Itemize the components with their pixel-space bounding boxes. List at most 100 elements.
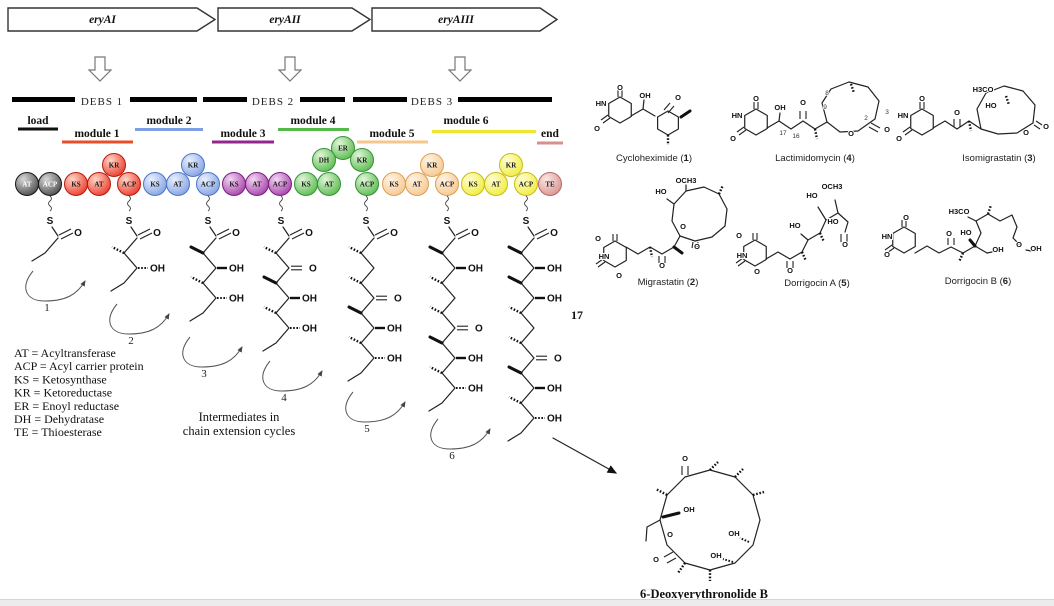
compound-name: Dorrigocin B ( <box>945 276 1004 287</box>
bond-line <box>58 228 72 236</box>
atom-label-O: O <box>616 271 622 280</box>
compound-number: 5 <box>841 278 847 289</box>
domain-label-AT: AT <box>412 181 422 189</box>
domain-circle-ACP: ACP <box>196 172 220 196</box>
gene-label-eryAII: eryAII <box>269 14 301 26</box>
bond-line <box>738 129 747 136</box>
bond-path <box>834 199 839 214</box>
bond-line <box>868 126 879 133</box>
atom-label-OH: OH <box>774 103 785 112</box>
domain-circle-ACP: ACP <box>268 172 292 196</box>
atom-label-O: O <box>954 108 960 117</box>
domain-circle-KR: KR <box>350 148 374 172</box>
atom-label-HO: HO <box>985 101 996 110</box>
cycle-arc <box>25 270 86 302</box>
domain-label-KS: KS <box>229 181 238 189</box>
bond-line <box>347 305 363 315</box>
bond-line <box>348 245 362 255</box>
cycle-arc <box>345 391 406 423</box>
atom-label-O: O <box>730 134 736 143</box>
domain-label-ACP: ACP <box>122 181 137 189</box>
atom-label-O: O <box>884 250 890 259</box>
bond-line <box>111 245 125 255</box>
domain-label-KR: KR <box>109 162 120 170</box>
compound-name-label: Isomigrastatin (3) <box>962 153 1035 164</box>
atom-label-HN: HN <box>737 251 748 260</box>
atom-label-HO: HO <box>655 187 666 196</box>
compound-name-label: Lactimidomycin (4) <box>775 153 855 164</box>
bond-line <box>367 226 375 237</box>
domain-circle-ACP: ACP <box>435 172 459 196</box>
phosphopantetheine-squiggle <box>364 195 368 212</box>
bond-line <box>508 395 522 405</box>
bond-line <box>428 335 444 345</box>
domain-label-KS: KS <box>389 181 398 189</box>
bond-line <box>734 468 744 478</box>
carbonyl-o-label: O <box>305 228 313 239</box>
bond-path <box>892 226 916 254</box>
bond-line <box>691 241 694 249</box>
hydroxyl-label: OH <box>302 324 317 335</box>
domain-sphere <box>514 172 538 196</box>
acyl-chain-1: SO <box>31 195 83 262</box>
bond-line <box>455 228 469 236</box>
domain-circle-KR: KR <box>420 153 444 177</box>
domain-circle-KR: KR <box>499 153 523 177</box>
bond-path <box>986 251 993 254</box>
atom-label-O: O <box>736 231 742 240</box>
compound-name: Migrastatin ( <box>638 277 691 288</box>
bond-path <box>31 237 59 262</box>
bond-line <box>348 275 362 285</box>
bond-line <box>849 83 856 94</box>
down-arrow-icon <box>277 56 303 82</box>
bond-path <box>778 112 781 122</box>
atom-label-O: O <box>595 234 601 243</box>
atom-label-O: O <box>903 213 909 222</box>
module-marker-load: load <box>18 115 58 131</box>
bond-line <box>508 335 522 345</box>
chain-extension-arrow-3: 3 <box>182 336 243 380</box>
domain-label-ACP: ACP <box>360 181 375 189</box>
domain-circle-TE: TE <box>538 172 562 196</box>
compound-number: 1 <box>684 153 690 164</box>
domain-sphere <box>435 172 459 196</box>
domain-sphere <box>499 153 523 177</box>
atom-label-HO: HO <box>789 221 800 230</box>
compound-name: Lactimidomycin ( <box>775 153 847 164</box>
bond-line <box>507 365 523 375</box>
compound-name-label: Dorrigocin A (5) <box>784 278 850 289</box>
domain-sphere <box>331 136 355 160</box>
atom-label-OH: OH <box>728 529 739 538</box>
compound-name: Isomigrastatin ( <box>962 153 1028 164</box>
bond-path <box>371 7 559 32</box>
atom-label-HN: HN <box>882 232 893 241</box>
bond-path <box>967 216 977 222</box>
domain-circle-KS: KS <box>222 172 246 196</box>
domain-label-KS: KS <box>468 181 477 189</box>
domain-circle-ACP: ACP <box>117 172 141 196</box>
module-color-line <box>212 140 274 144</box>
domain-circle-AT: AT <box>15 172 39 196</box>
bond-line <box>507 245 523 255</box>
domain-label-TE: TE <box>545 181 555 189</box>
debs-bar <box>130 97 197 102</box>
bond-line <box>209 226 217 237</box>
atom-label-O: O <box>842 240 848 249</box>
bond-path <box>447 56 473 82</box>
atom-label-OH: OH <box>639 91 650 100</box>
debs-label-1: DEBS 1 <box>81 96 123 108</box>
sulfur-label: S <box>126 216 133 227</box>
domain-sphere <box>117 172 141 196</box>
chain-extension-arrow-5: 5 <box>345 391 406 435</box>
heptaketide-number-label: 17 <box>571 308 583 322</box>
module-label: module 2 <box>146 115 191 127</box>
module-marker-module-2: module 2 <box>135 115 203 131</box>
bond-line <box>218 232 232 240</box>
domain-sphere <box>484 172 508 196</box>
